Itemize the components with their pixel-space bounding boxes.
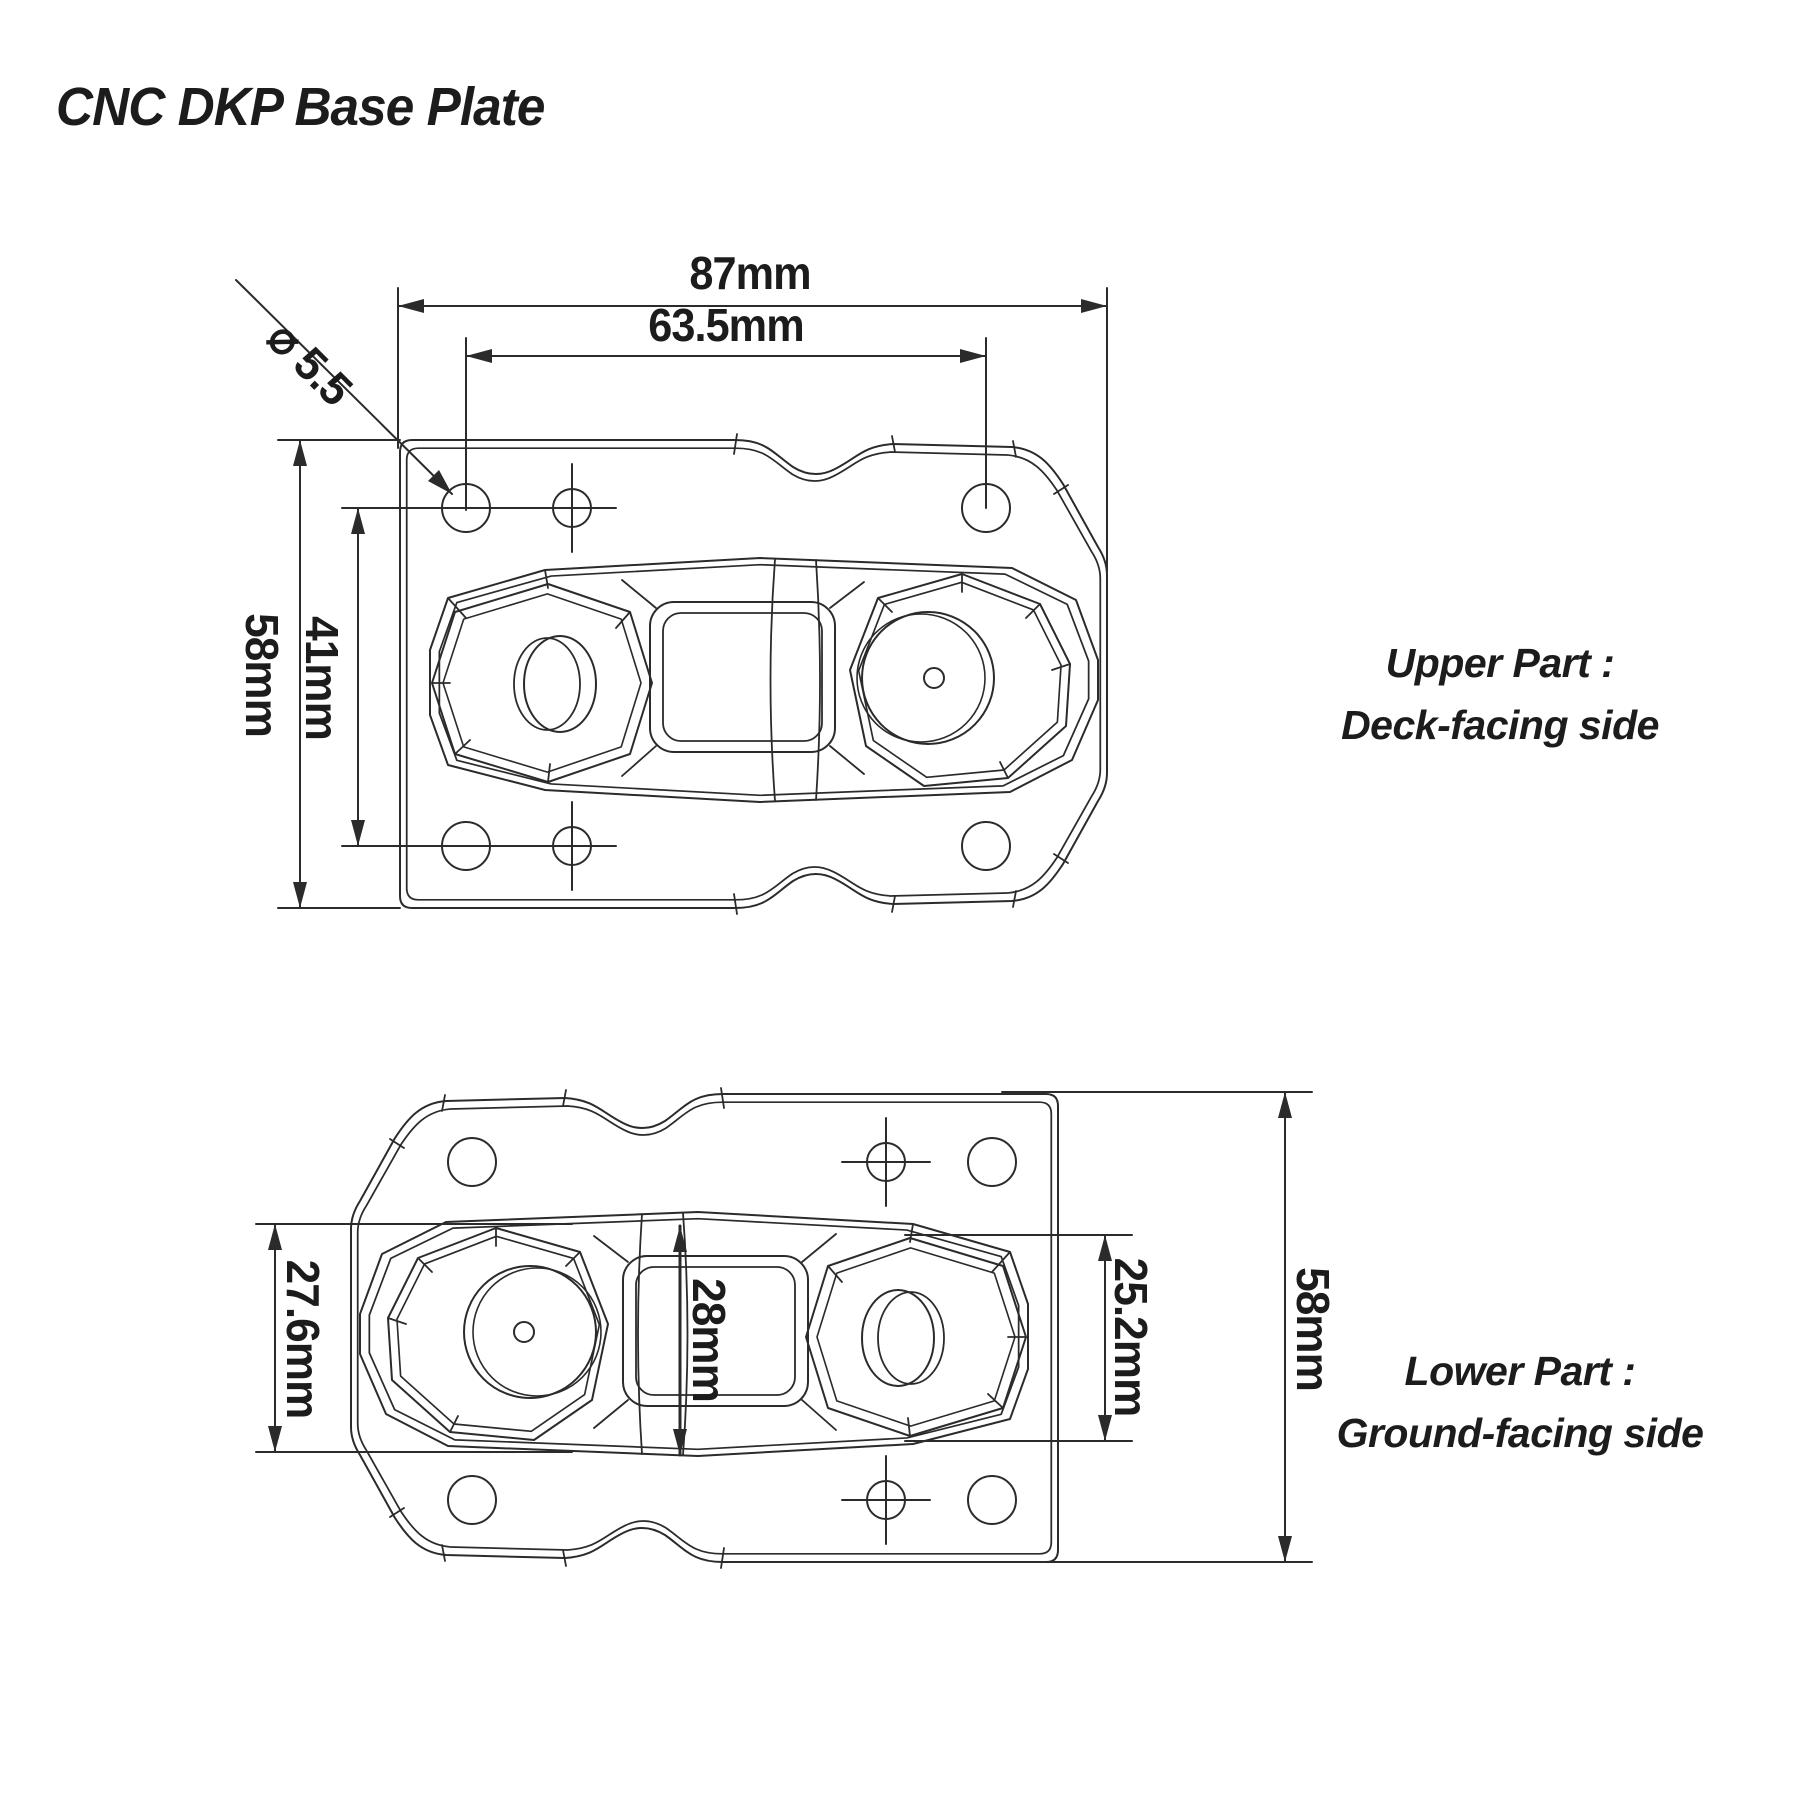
upper-view-label: Upper Part : Deck-facing side <box>1280 632 1720 756</box>
page-title: CNC DKP Base Plate <box>56 77 545 137</box>
dim-label-total-width: 87mm <box>689 247 811 299</box>
upper-view-dimensions <box>235 279 1108 909</box>
lower-view-label-line2: Ground-facing side <box>1336 1410 1704 1456</box>
dim-label-pad-height-center: 28mm <box>683 1278 735 1402</box>
lower-view-dimensions <box>255 1091 1313 1563</box>
dim-label-upper-total-height: 58mm <box>236 613 288 737</box>
dim-label-hole-row-spacing: 41mm <box>296 616 348 740</box>
lower-view-label-line1: Lower Part : <box>1404 1348 1636 1394</box>
upper-view-plate <box>400 434 1107 914</box>
lower-view-label: Lower Part : Ground-facing side <box>1300 1340 1740 1464</box>
dim-label-pad-height-right: 25.2mm <box>1105 1257 1157 1417</box>
upper-view-label-line2: Deck-facing side <box>1341 702 1659 748</box>
dim-label-hole-spacing-width: 63.5mm <box>648 299 804 351</box>
dim-label-pad-height-left: 27.6mm <box>277 1259 329 1419</box>
upper-view-label-line1: Upper Part : <box>1385 640 1615 686</box>
